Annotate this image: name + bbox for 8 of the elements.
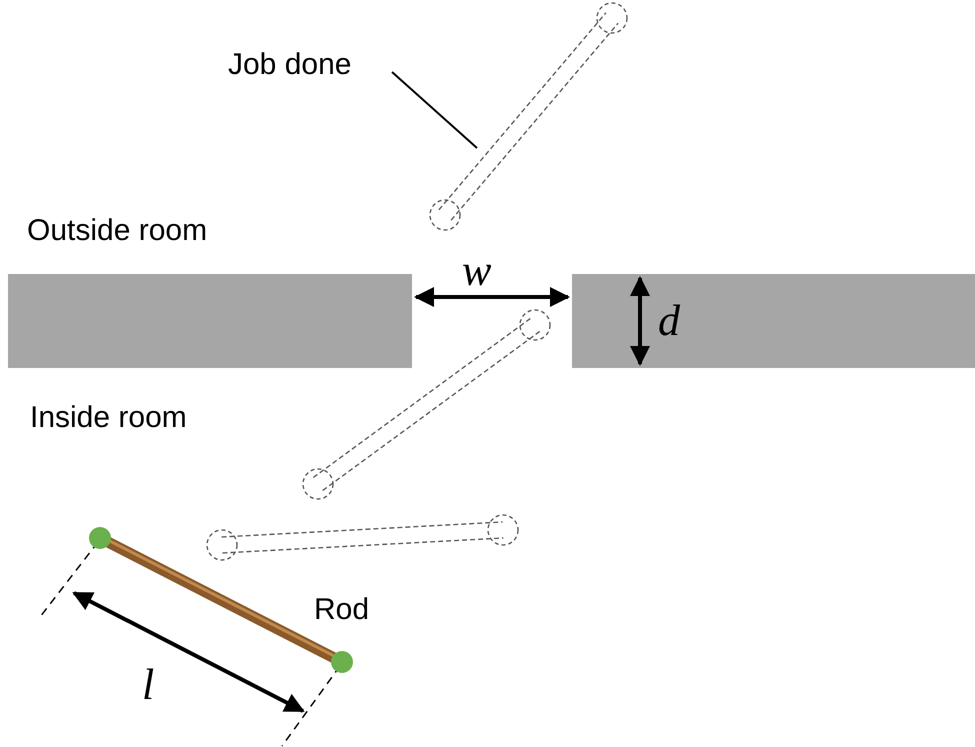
region-label: Inside room <box>30 401 187 435</box>
part-label: Rod <box>314 593 370 627</box>
dimension-label: l <box>142 662 154 708</box>
dimension-label: d <box>658 298 680 344</box>
rod-label: Job done <box>228 48 352 82</box>
region-label: Outside room <box>27 214 208 248</box>
leader-line <box>391 71 478 149</box>
dimension-label: w <box>462 248 492 294</box>
